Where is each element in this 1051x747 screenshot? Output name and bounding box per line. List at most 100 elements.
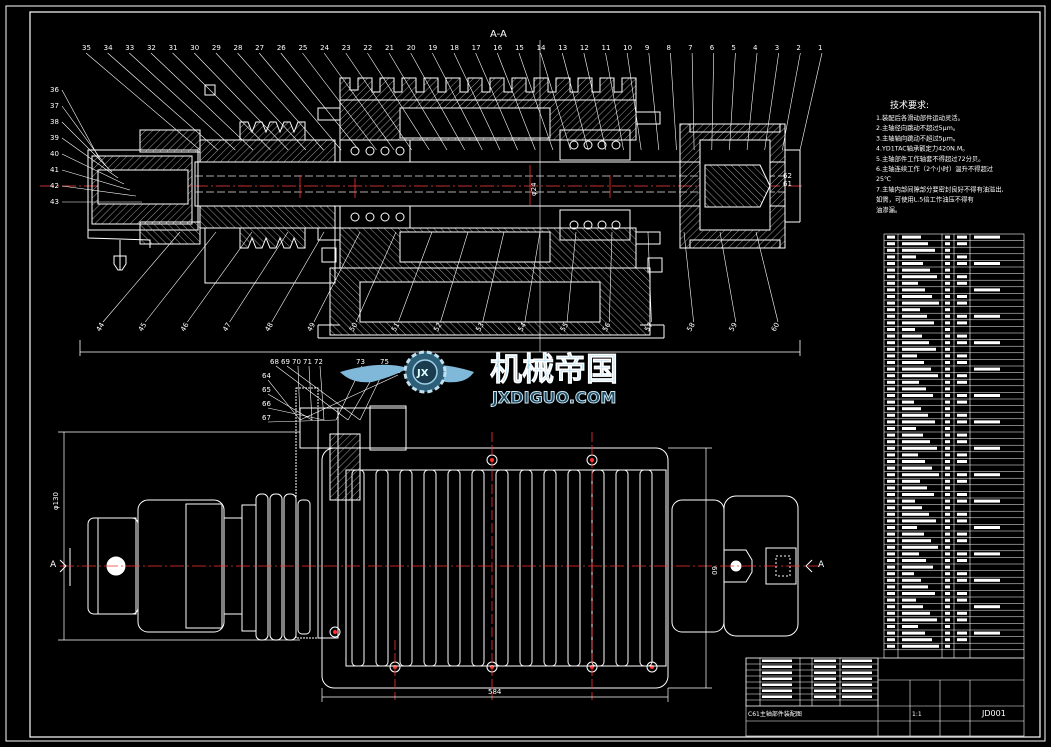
callout-label: 67	[262, 414, 271, 422]
callout-leader	[388, 52, 448, 151]
callout-leader	[61, 153, 125, 185]
parts-cell-glyph	[945, 493, 950, 496]
parts-cell-glyph	[887, 288, 895, 292]
parts-cell-glyph	[887, 334, 895, 338]
parts-cell-glyph	[887, 585, 895, 589]
parts-cell-glyph	[887, 552, 895, 556]
housing-fin	[423, 469, 437, 667]
parts-cell-glyph	[945, 387, 950, 391]
parts-cell-glyph	[902, 334, 922, 338]
parts-cell-glyph	[887, 572, 895, 576]
parts-cell-glyph	[887, 631, 895, 635]
callout-label: 36	[50, 86, 59, 94]
parts-cell-glyph	[945, 512, 950, 516]
housing-fin	[567, 469, 581, 667]
mounting-holes	[329, 454, 658, 673]
parts-cell-glyph	[945, 638, 950, 642]
callout-label: 35	[82, 44, 91, 52]
watermark-badge: JX	[416, 368, 429, 379]
parts-cell-glyph	[887, 499, 895, 503]
parts-cell-glyph	[902, 532, 924, 536]
parts-cell-glyph	[957, 281, 967, 285]
parts-cell-glyph	[974, 473, 1000, 477]
parts-cell-glyph	[902, 559, 926, 562]
callout-leader	[729, 52, 736, 151]
callout-label: 17	[472, 44, 481, 52]
callout-leader	[302, 52, 377, 151]
watermark-site: JXDIGUO.COM	[491, 388, 616, 407]
parts-cell-glyph	[887, 374, 895, 378]
callout-leader	[267, 379, 301, 421]
housing-fin	[447, 469, 461, 667]
parts-cell-glyph	[945, 420, 950, 424]
parts-cell-glyph	[887, 321, 895, 325]
housing-fin	[399, 469, 413, 667]
parts-cell-glyph	[957, 598, 967, 602]
callout-leader	[308, 365, 313, 421]
parts-cell-glyph	[974, 420, 1000, 424]
parts-cell-glyph	[945, 440, 950, 444]
parts-cell-glyph	[945, 242, 950, 246]
parts-cell-glyph	[887, 512, 895, 516]
callout-label: 49	[306, 321, 317, 333]
parts-cell-glyph	[945, 262, 950, 265]
callout-leader	[61, 89, 101, 161]
parts-cell-glyph	[902, 361, 924, 364]
callout-leader	[719, 231, 737, 323]
parts-cell-glyph	[887, 618, 895, 622]
callout-label: 50	[348, 321, 359, 333]
parts-cell-glyph	[902, 380, 919, 384]
callout-label: 37	[50, 102, 59, 110]
parts-cell-glyph	[957, 413, 967, 417]
callout-leader	[561, 52, 589, 151]
callout-leader	[258, 52, 342, 151]
tb-cell-glyph	[762, 671, 792, 674]
callout-leader	[347, 374, 375, 421]
parts-cell-glyph	[974, 314, 1000, 318]
gear-teeth	[295, 387, 319, 639]
parts-cell-glyph	[974, 235, 1000, 239]
parts-cell-glyph	[887, 328, 895, 331]
tech-req-line: 如需，可使用L.5倍工作油压不得有	[876, 195, 974, 204]
callout-label: 60	[770, 321, 781, 333]
parts-cell-glyph	[902, 328, 915, 331]
parts-cell-glyph	[945, 486, 950, 490]
parts-cell-glyph	[902, 341, 929, 345]
parts-cell-glyph	[974, 394, 1000, 397]
parts-cell-glyph	[945, 255, 950, 259]
callout-leader	[711, 52, 715, 151]
parts-cell-glyph	[902, 618, 937, 622]
parts-cell-glyph	[887, 255, 895, 259]
parts-cell-glyph	[957, 275, 967, 279]
callout-leader	[215, 52, 307, 151]
parts-cell-glyph	[945, 605, 950, 609]
parts-cell-glyph	[957, 532, 967, 536]
parts-cell-glyph	[957, 499, 967, 503]
callout-label: 68	[270, 358, 279, 366]
parts-cell-glyph	[945, 618, 950, 622]
base-cavity	[359, 281, 601, 323]
callout-leader	[129, 52, 236, 151]
outer-frame	[5, 5, 1046, 742]
parts-cell-glyph	[945, 631, 950, 635]
parts-cell-glyph	[902, 585, 928, 589]
parts-cell-glyph	[902, 552, 919, 556]
parts-cell-glyph	[887, 598, 895, 602]
parts-cell-glyph	[974, 446, 1000, 450]
parts-cell-glyph	[887, 281, 895, 285]
callout-label: 15	[515, 44, 524, 52]
parts-cell-glyph	[902, 572, 914, 576]
callout-leader	[61, 185, 137, 197]
parts-cell-glyph	[887, 361, 895, 364]
callout-label: 8	[666, 44, 670, 52]
center-dim: φ24	[530, 182, 538, 196]
parts-cell-glyph	[945, 506, 950, 510]
parts-cell-glyph	[902, 486, 927, 490]
parts-cell-glyph	[887, 539, 895, 543]
callout-label: 42	[50, 182, 59, 190]
parts-cell-glyph	[887, 473, 895, 477]
parts-cell-glyph	[945, 301, 950, 305]
inner-frame	[29, 11, 1041, 738]
callout-label: 24	[320, 44, 329, 52]
